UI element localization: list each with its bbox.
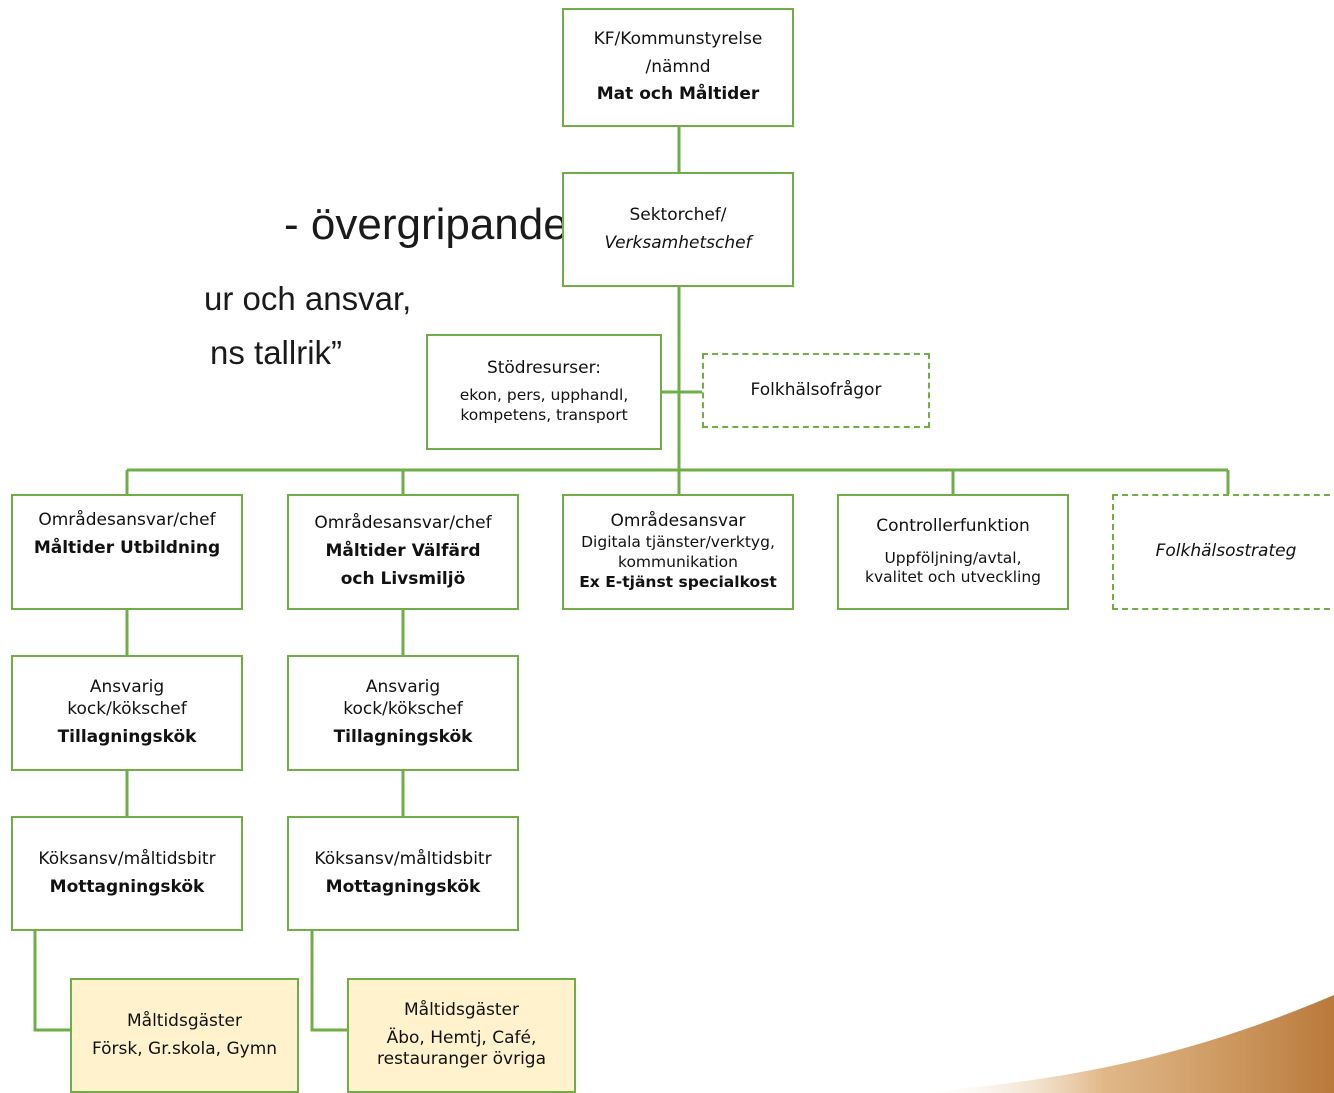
public-health-label: Folkhälsofrågor xyxy=(750,379,882,400)
controller-line3: kvalitet och utveckling xyxy=(864,568,1042,587)
guests-edu-label: Måltidsgäster xyxy=(126,1010,243,1031)
controller-line2: Uppföljning/avtal, xyxy=(884,548,1022,567)
area-digital-line2: Digitala tjänster/verktyg, xyxy=(581,533,775,552)
support-label: Stödresurser: xyxy=(486,358,602,379)
kitchen-edu-title: Tillagningskök xyxy=(57,726,197,747)
council-label: KF/Kommunstyrelse xyxy=(593,28,763,49)
box-area-digital: Områdesansvar Digitala tjänster/verktyg,… xyxy=(562,494,794,610)
kitchen-wel-line2: kock/kökschef xyxy=(343,699,463,720)
area-digital-example: Ex E-tjänst specialkost xyxy=(579,572,777,591)
box-sector-chief: Sektorchef/ Verksamhetschef xyxy=(562,172,794,287)
slide-text-fragment-1: ur och ansvar, xyxy=(204,280,412,317)
sector-chief-title: Verksamhetschef xyxy=(604,232,752,253)
area-digital-label: Områdesansvar xyxy=(610,511,746,532)
box-council: KF/Kommunstyrelse /nämnd Mat och Måltide… xyxy=(562,8,794,127)
box-guests-welfare: Måltidsgäster Äbo, Hemtj, Café, restaura… xyxy=(347,978,576,1093)
box-public-health-strategist: Folkhälsostrateg xyxy=(1112,494,1334,610)
council-sublabel: /nämnd xyxy=(645,56,711,77)
box-kitchen-welfare: Ansvarig kock/kökschef Tillagningskök xyxy=(287,655,519,771)
box-guests-education: Måltidsgäster Försk, Gr.skola, Gymn xyxy=(70,978,299,1093)
support-items-2: kompetens, transport xyxy=(460,405,628,424)
decorative-swoosh xyxy=(914,995,1334,1093)
box-reception-education: Köksansv/måltidsbitr Mottagningskök xyxy=(11,816,243,931)
box-area-education: Områdesansvar/chef Måltider Utbildning xyxy=(11,494,243,610)
area-digital-line3: kommunikation xyxy=(618,552,738,571)
controller-label: Controllerfunktion xyxy=(876,515,1030,536)
box-reception-welfare: Köksansv/måltidsbitr Mottagningskök xyxy=(287,816,519,931)
reception-wel-title: Mottagningskök xyxy=(325,876,481,897)
area-education-label: Områdesansvar/chef xyxy=(38,510,216,530)
guests-wel-groups-1: Äbo, Hemtj, Café, xyxy=(386,1027,537,1048)
slide-text-fragment-2: ns tallrik” xyxy=(210,334,343,371)
connector-edu-guests xyxy=(33,931,70,1032)
slide-heading-fragment: - övergripande: xyxy=(284,200,580,249)
council-title: Mat och Måltider xyxy=(596,84,760,105)
area-education-title: Måltider Utbildning xyxy=(33,537,221,558)
connector-wel-guests xyxy=(310,931,347,1032)
strategist-label: Folkhälsostrateg xyxy=(1155,541,1297,562)
reception-edu-label: Köksansv/måltidsbitr xyxy=(38,848,216,869)
guests-wel-groups-2: restauranger övriga xyxy=(377,1049,546,1070)
sector-chief-label: Sektorchef/ xyxy=(629,204,727,225)
kitchen-wel-title: Tillagningskök xyxy=(333,726,473,747)
guests-edu-groups: Försk, Gr.skola, Gymn xyxy=(91,1038,278,1059)
support-items-1: ekon, pers, upphandl, xyxy=(459,386,629,405)
area-welfare-title-1: Måltider Välfärd xyxy=(325,541,481,562)
kitchen-edu-line1: Ansvarig xyxy=(89,677,165,698)
box-controller: Controllerfunktion Uppföljning/avtal, kv… xyxy=(837,494,1069,610)
box-kitchen-education: Ansvarig kock/kökschef Tillagningskök xyxy=(11,655,243,771)
reception-wel-label: Köksansv/måltidsbitr xyxy=(314,848,492,869)
box-public-health: Folkhälsofrågor xyxy=(702,353,930,428)
kitchen-edu-line2: kock/kökschef xyxy=(67,699,187,720)
box-support-resources: Stödresurser: ekon, pers, upphandl, komp… xyxy=(426,334,662,450)
guests-wel-label: Måltidsgäster xyxy=(403,999,520,1020)
area-welfare-label: Områdesansvar/chef xyxy=(314,513,492,534)
box-area-welfare: Områdesansvar/chef Måltider Välfärd och … xyxy=(287,494,519,610)
kitchen-wel-line1: Ansvarig xyxy=(365,677,441,698)
area-welfare-title-2: och Livsmiljö xyxy=(340,568,466,589)
reception-edu-title: Mottagningskök xyxy=(49,876,205,897)
